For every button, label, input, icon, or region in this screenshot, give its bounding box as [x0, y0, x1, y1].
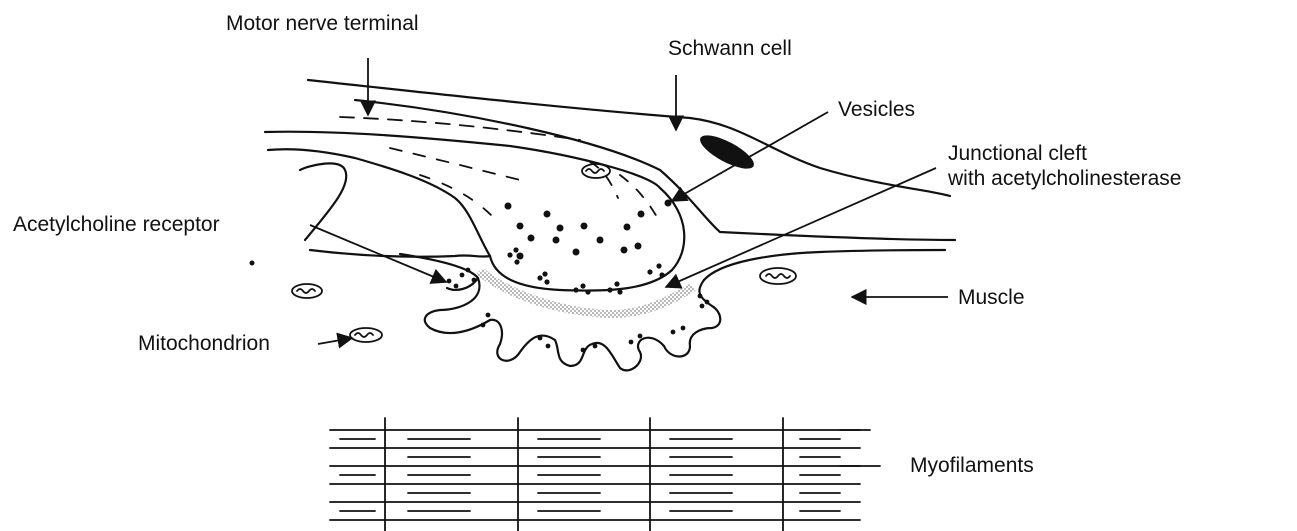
vesicles [505, 200, 672, 295]
label-vesicles: Vesicles [838, 98, 915, 122]
mitochondrion-icon [760, 268, 796, 284]
label-myofilaments: Myofilaments [910, 454, 1034, 478]
label-junctional-cleft-line2: with acetylcholinesterase [948, 167, 1181, 191]
label-schwann-cell: Schwann cell [668, 37, 792, 61]
mitochondrion-icon [292, 284, 322, 298]
label-motor-nerve-terminal: Motor nerve terminal [226, 12, 419, 36]
myofilaments [330, 418, 880, 531]
label-mitochondrion: Mitochondrion [138, 332, 270, 356]
label-muscle: Muscle [958, 286, 1025, 310]
arrow-junctional-cleft [666, 168, 936, 287]
mitochondrion-icon [350, 328, 382, 342]
arrow-vesicles [672, 112, 828, 201]
motor-nerve-terminal [265, 117, 684, 291]
label-junctional-cleft-line1: Junctional cleft [948, 142, 1087, 166]
arrow-acetylcholine-receptor [310, 225, 446, 282]
label-acetylcholine-receptor: Acetylcholine receptor [13, 213, 220, 237]
arrow-mitochondrion [318, 338, 352, 344]
